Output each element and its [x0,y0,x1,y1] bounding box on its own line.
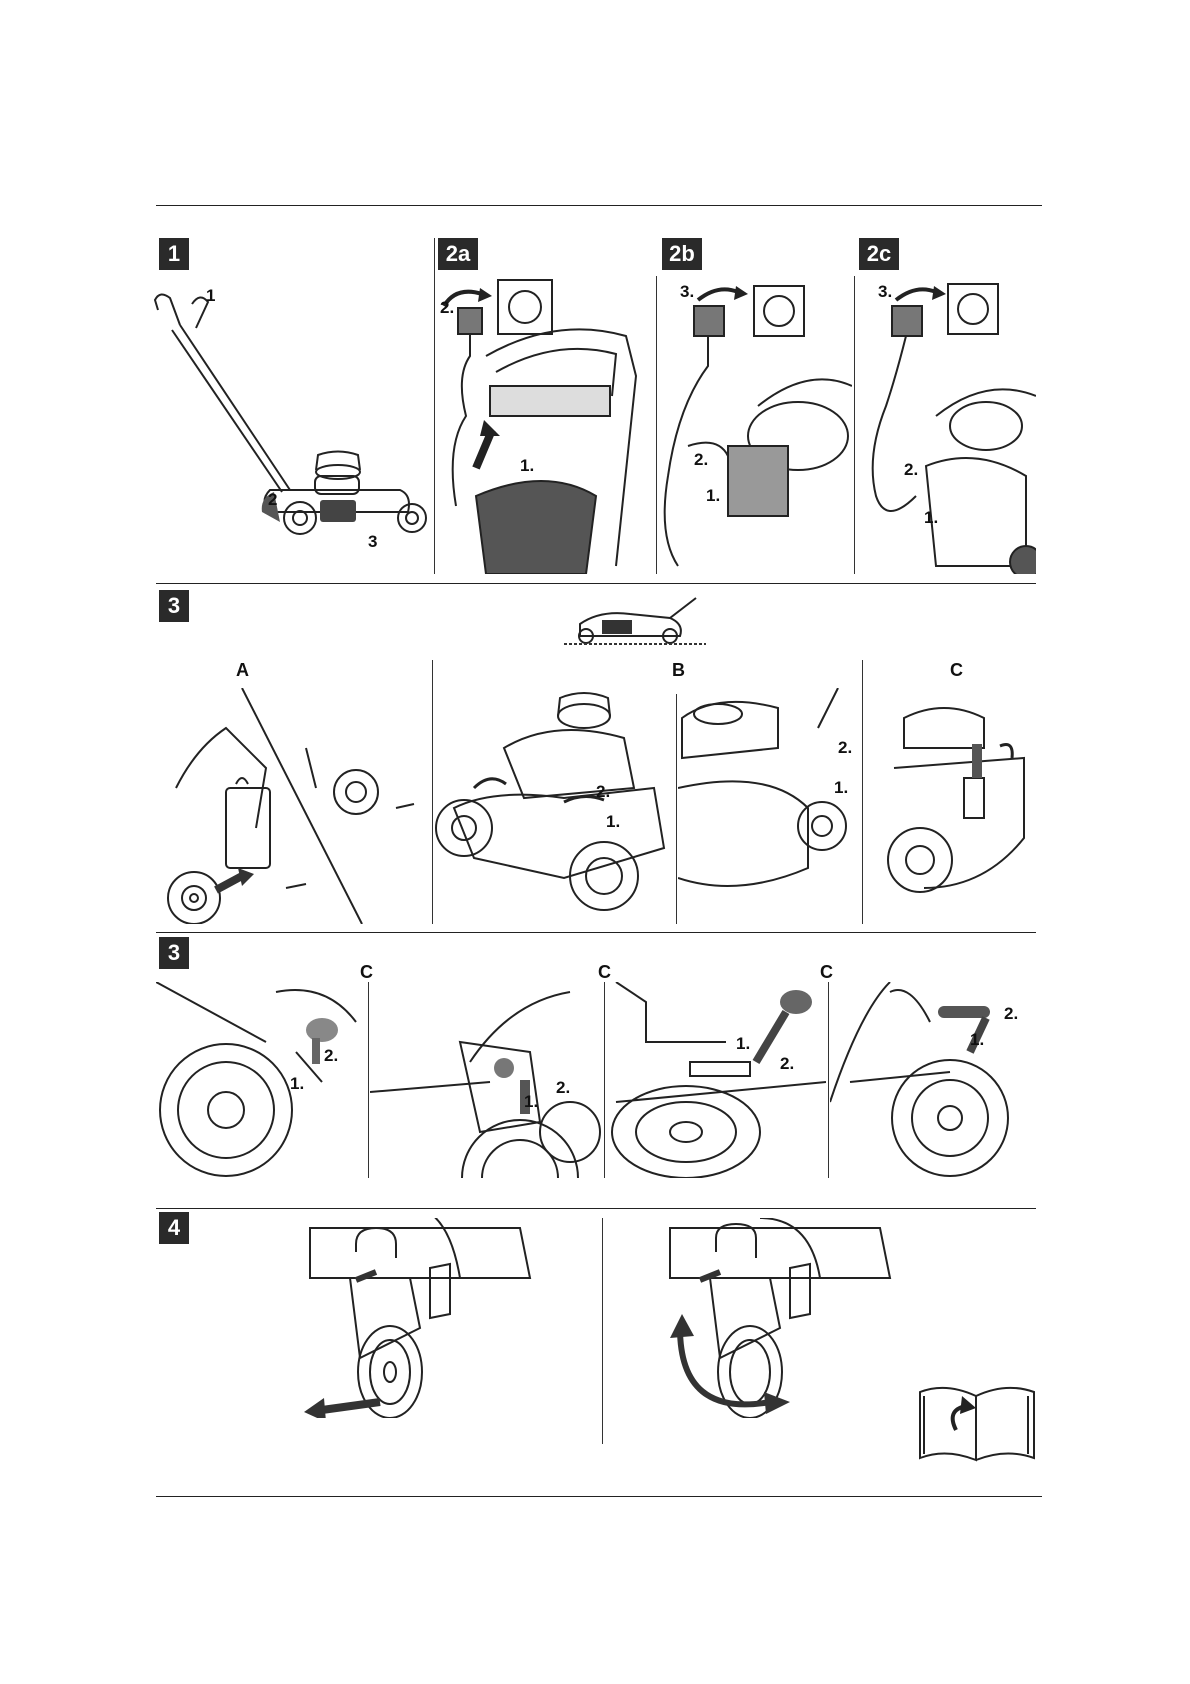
fig3B-step-1a: 1. [606,812,621,831]
wall-socket-icon [497,279,553,335]
fig2a-step-1: 1. [520,456,535,475]
fig2b-step-3: 3. [680,282,695,301]
book-page-turn-icon [916,1382,1038,1464]
fig3C4-step-2: 2. [1004,1004,1019,1023]
top-rule [156,205,1042,206]
fig2b-step-2: 2. [694,450,709,469]
figure-4-swivel-wheel-free [660,1218,900,1418]
lawnmower-icon [564,597,706,645]
fig3C3-step-1: 1. [736,1034,751,1053]
wall-socket-icon [753,285,805,337]
arrow-icon [442,289,483,308]
fig2c-step-2: 2. [904,460,919,479]
fig3C2-step-2: 2. [556,1078,571,1097]
wall-socket-icon [947,283,999,335]
section-badge-2c: 2c [859,238,899,270]
section-badge-3-bottom: 3 [159,937,189,969]
fig1-callout-3: 3 [368,532,378,551]
figure-3C-central-height-lever [864,688,1036,924]
row2-bottom-rule [156,932,1036,933]
row2-separator-2 [676,694,677,924]
charger-icon [891,305,923,337]
lawnmower-icon [153,293,427,535]
arrow-icon [696,287,739,302]
row1-separator-3 [854,276,855,574]
figure-3B-rear-wheel-height [678,688,860,924]
sub-label-B: B [672,660,685,680]
figure-4-swivel-wheel-lock [300,1218,540,1418]
row3-separator-2 [604,982,605,1178]
row4-separator [602,1218,603,1444]
fig2b-step-1: 1. [706,486,721,505]
fig3C1-step-1: 1. [290,1074,305,1093]
row1-separator-2 [656,276,657,574]
fig2c-step-3: 3. [878,282,893,301]
row3-separator-1 [368,982,369,1178]
section-badge-3-top: 3 [159,590,189,622]
row1-bottom-rule [156,583,1036,584]
fig2c-step-1: 1. [924,508,939,527]
cutting-height-mower-pictogram [560,594,710,648]
figure-2a-charge-handle [436,276,654,574]
figure-3C-step-lever-1 [156,982,366,1178]
figure-3B-front-wheel-height [434,688,674,924]
fig3B-step-1b: 1. [834,778,849,797]
fig2a-step-2: 2. [440,298,455,317]
section-badge-2a: 2a [438,238,478,270]
section-badge-4: 4 [159,1212,189,1244]
fig3C2-step-1: 1. [524,1092,539,1111]
sub-label-A: A [236,660,249,680]
fig3C1-step-2: 2. [324,1046,339,1065]
figure-1-mower-overview [150,280,430,560]
row3-bottom-rule [156,1208,1036,1209]
fig3B-step-2b: 2. [838,738,853,757]
row2-separator-1 [432,660,433,924]
row1-separator-1 [434,238,435,574]
bottom-rule [156,1496,1042,1497]
arrow-icon [894,287,937,302]
figure-3C-step-lever-4 [830,982,1036,1178]
section-badge-2b: 2b [662,238,702,270]
row2-separator-3 [862,660,863,924]
fig3C4-step-1: 1. [970,1030,985,1049]
charger-icon [457,307,483,335]
row3-label-C-2: C [598,962,611,982]
figure-2c-charge-engine [856,276,1036,574]
row3-label-C-1: C [360,962,373,982]
sub-label-C: C [950,660,963,680]
figure-3C-step-lever-3 [606,982,826,1178]
row3-separator-3 [828,982,829,1178]
figure-3A-wheel-mounting [156,688,430,924]
figure-2b-charge-battery [658,276,852,574]
section-badge-1: 1 [159,238,189,270]
fig3B-step-2a: 2. [596,782,611,801]
fig1-callout-2: 2 [268,490,278,509]
figure-3C-step-lever-2 [370,982,602,1178]
row3-label-C-3: C [820,962,833,982]
fig3C3-step-2: 2. [780,1054,795,1073]
fig1-callout-1: 1 [206,286,216,305]
charger-icon [693,305,725,337]
